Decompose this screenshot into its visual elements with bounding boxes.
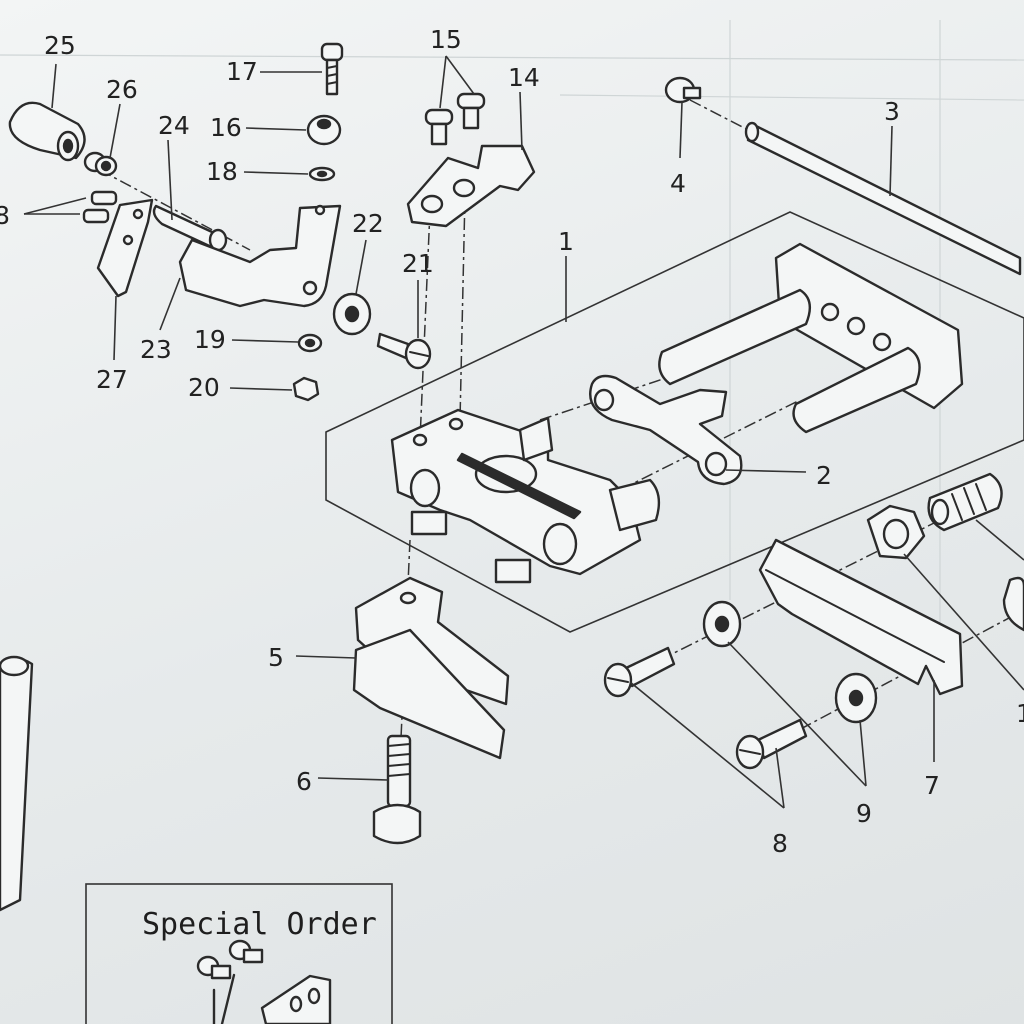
part-27-bracket — [96, 198, 154, 298]
part-3-rod — [744, 121, 1022, 276]
special-order-box: Special Order — [85, 883, 393, 1024]
callout-21: 21 — [402, 249, 434, 278]
part-2-link — [589, 374, 743, 486]
callout-6: 6 — [296, 767, 312, 796]
callout-27: 27 — [96, 365, 128, 394]
part-26-nut-stack — [83, 151, 118, 177]
callout-22: 22 — [352, 209, 384, 238]
callout-18: 18 — [206, 157, 238, 186]
special-order-screws — [196, 939, 264, 1024]
special-order-plate — [260, 974, 332, 1024]
part-28-screws — [82, 190, 118, 224]
background-table-lines — [0, 20, 1024, 650]
part-1-frame-rods — [658, 242, 964, 434]
callout-20: 20 — [188, 373, 220, 402]
callout-19: 19 — [194, 325, 226, 354]
part-6-screw — [372, 734, 422, 845]
callout-16: 16 — [210, 113, 242, 142]
part-25-roller — [8, 101, 86, 162]
callout-labels: 25 26 8 24 27 23 17 16 18 19 20 22 21 15… — [0, 25, 1024, 858]
callout-5: 5 — [268, 643, 284, 672]
special-order-title: Special Order — [142, 907, 377, 942]
part-14-plate — [406, 144, 536, 228]
callout-15: 15 — [430, 25, 462, 54]
callout-1: 1 — [558, 227, 574, 256]
callout-1-right: 1 — [1016, 699, 1024, 728]
callout-7: 7 — [924, 771, 940, 800]
part-20-nut — [292, 376, 320, 402]
part-15-screws — [424, 92, 486, 146]
callout-26: 26 — [106, 75, 138, 104]
part-19-washer — [297, 333, 323, 353]
part-9-washers — [702, 600, 878, 724]
part-left-cylinder — [0, 655, 34, 912]
part-nut-right — [866, 504, 926, 560]
part-spring — [927, 472, 1003, 532]
part-23-arm — [178, 204, 342, 308]
callout-9: 9 — [856, 799, 872, 828]
part-8-screws — [603, 646, 808, 770]
part-21-screw — [376, 332, 432, 370]
callout-24: 24 — [158, 111, 190, 140]
part-22-washer — [332, 292, 372, 336]
part-17-screw — [320, 42, 344, 96]
assembly-frame — [325, 211, 1024, 633]
callout-8-left: 8 — [0, 201, 10, 230]
callout-25: 25 — [44, 31, 76, 60]
part-4-cap-screw — [664, 76, 702, 104]
callout-2: 2 — [816, 461, 832, 490]
callout-3: 3 — [884, 97, 900, 126]
callout-8: 8 — [772, 829, 788, 858]
part-1-main-block — [390, 408, 661, 584]
part-18-washer — [308, 166, 336, 182]
part-5-feed-dog — [352, 576, 510, 760]
part-16-ball — [306, 114, 342, 146]
callout-23: 23 — [140, 335, 172, 364]
callout-17: 17 — [226, 57, 258, 86]
callout-4: 4 — [670, 169, 686, 198]
part-7-rail — [758, 538, 964, 696]
part-edge-ring — [1002, 576, 1024, 632]
callout-14: 14 — [508, 63, 540, 92]
leader-lines — [23, 55, 1024, 809]
